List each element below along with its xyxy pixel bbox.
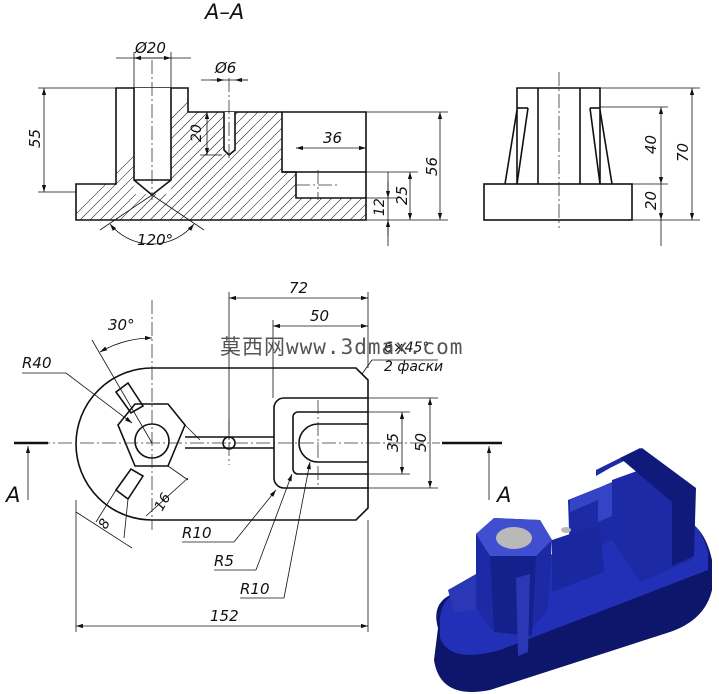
watermark: 莫西网www.3dmax.com (220, 335, 463, 359)
section-hole (134, 88, 171, 194)
hatch-line (109, 88, 261, 220)
dim-total-length: 152 (210, 607, 239, 625)
hatch-line (440, 80, 590, 230)
hatch-line (289, 88, 366, 220)
dim-hex-16: 16 (152, 490, 175, 514)
hatch-line (299, 88, 366, 220)
dim-rib-8: 8 (96, 516, 114, 532)
hatch-line (430, 80, 580, 230)
hatch-line (279, 88, 366, 220)
hatch-line (229, 88, 366, 220)
dim-radius-40: R40 (22, 354, 52, 372)
dim-hole-dia: Ø20 (134, 39, 166, 57)
model-hole (496, 527, 532, 549)
hatch-line (239, 88, 366, 220)
hatch-line (169, 88, 321, 220)
dim-chamfer: 6×45° (384, 340, 429, 356)
dim-slot-width: 36 (323, 129, 342, 147)
hatch-line (370, 80, 520, 230)
section-mark-left: A (4, 483, 20, 507)
dim-base-height: 12 (372, 198, 388, 216)
dim-cone-angle: 120° (137, 231, 173, 249)
hatch-line (420, 80, 570, 230)
hatch-line (339, 88, 366, 220)
top-outline (75, 367, 369, 521)
hatch-line (380, 80, 530, 230)
hex-boss (117, 403, 186, 467)
hatch-line (400, 80, 550, 230)
hatch-line (209, 88, 361, 220)
dim-len-72: 72 (289, 279, 308, 297)
dim-width-50: 50 (412, 433, 430, 452)
hatch-line (219, 88, 366, 220)
dim-boss-height: 55 (26, 129, 44, 148)
dim-radius-10a: R10 (182, 524, 212, 542)
hatch-line (319, 88, 366, 220)
hatch-line (309, 88, 366, 220)
hatch-line (269, 88, 366, 220)
side-view: 40 20 70 (483, 72, 700, 246)
hatch-line (99, 88, 251, 220)
dim-slot-depth: 25 (393, 186, 411, 205)
hatch-line (199, 88, 351, 220)
hatch-line (450, 80, 600, 230)
dim-angle-30: 30° (108, 316, 135, 334)
dim-total-height: 56 (423, 157, 441, 176)
top-view: A A 72 50 30° R40 6×45° 2 фаски 35 (4, 279, 511, 632)
hatch-line (149, 88, 301, 220)
dim-slot-35: 35 (384, 433, 402, 452)
isometric-model (434, 448, 712, 692)
dim-small-hole-dia: Ø6 (214, 59, 236, 77)
dim-side-base-height: 20 (642, 191, 660, 210)
hatch-line (329, 88, 366, 220)
dim-radius-10b: R10 (240, 580, 270, 598)
dim-hole-depth: 20 (189, 124, 205, 142)
dim-len-50: 50 (310, 307, 329, 325)
section-title: A–A (203, 0, 244, 24)
chamfer-note: 2 фаски (384, 359, 443, 375)
dim-side-rib-height: 40 (642, 135, 660, 154)
hatch-line (159, 88, 311, 220)
section-mark-right: A (495, 483, 511, 507)
dim-side-total-height: 70 (674, 143, 692, 162)
dim-radius-5: R5 (214, 552, 234, 570)
